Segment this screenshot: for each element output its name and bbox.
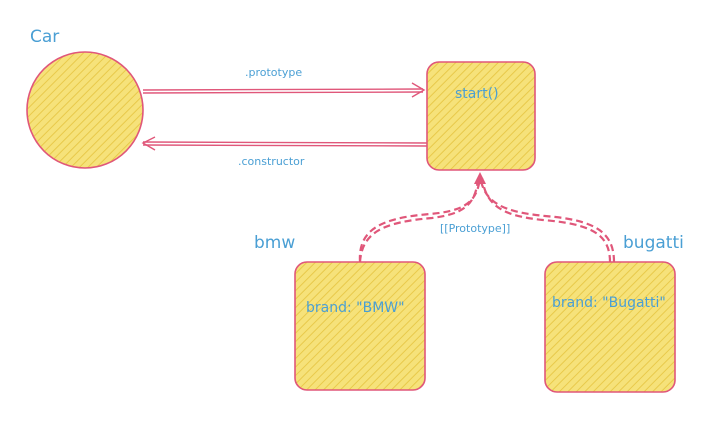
bmw-label: bmw [254,233,296,253]
prototype-object-label: start() [455,86,499,102]
car-circle-node [26,51,144,169]
prototype-edge-label: .prototype [245,66,303,79]
constructor-edge [141,136,428,151]
inherits-edge [358,175,616,263]
prototype-edge [142,82,426,98]
prototype-object-node [426,61,536,171]
inherits-edge-label: [[Prototype]] [440,222,511,235]
constructor-edge-label: .constructor [238,155,305,168]
inherits-arrowhead [474,172,486,184]
bugatti-content: brand: "Bugatti" [552,295,666,311]
bugatti-node [544,261,676,393]
bmw-node [294,261,426,391]
bmw-content: brand: "BMW" [306,300,405,316]
car-label: Car [30,27,60,47]
bugatti-label: bugatti [623,233,684,253]
